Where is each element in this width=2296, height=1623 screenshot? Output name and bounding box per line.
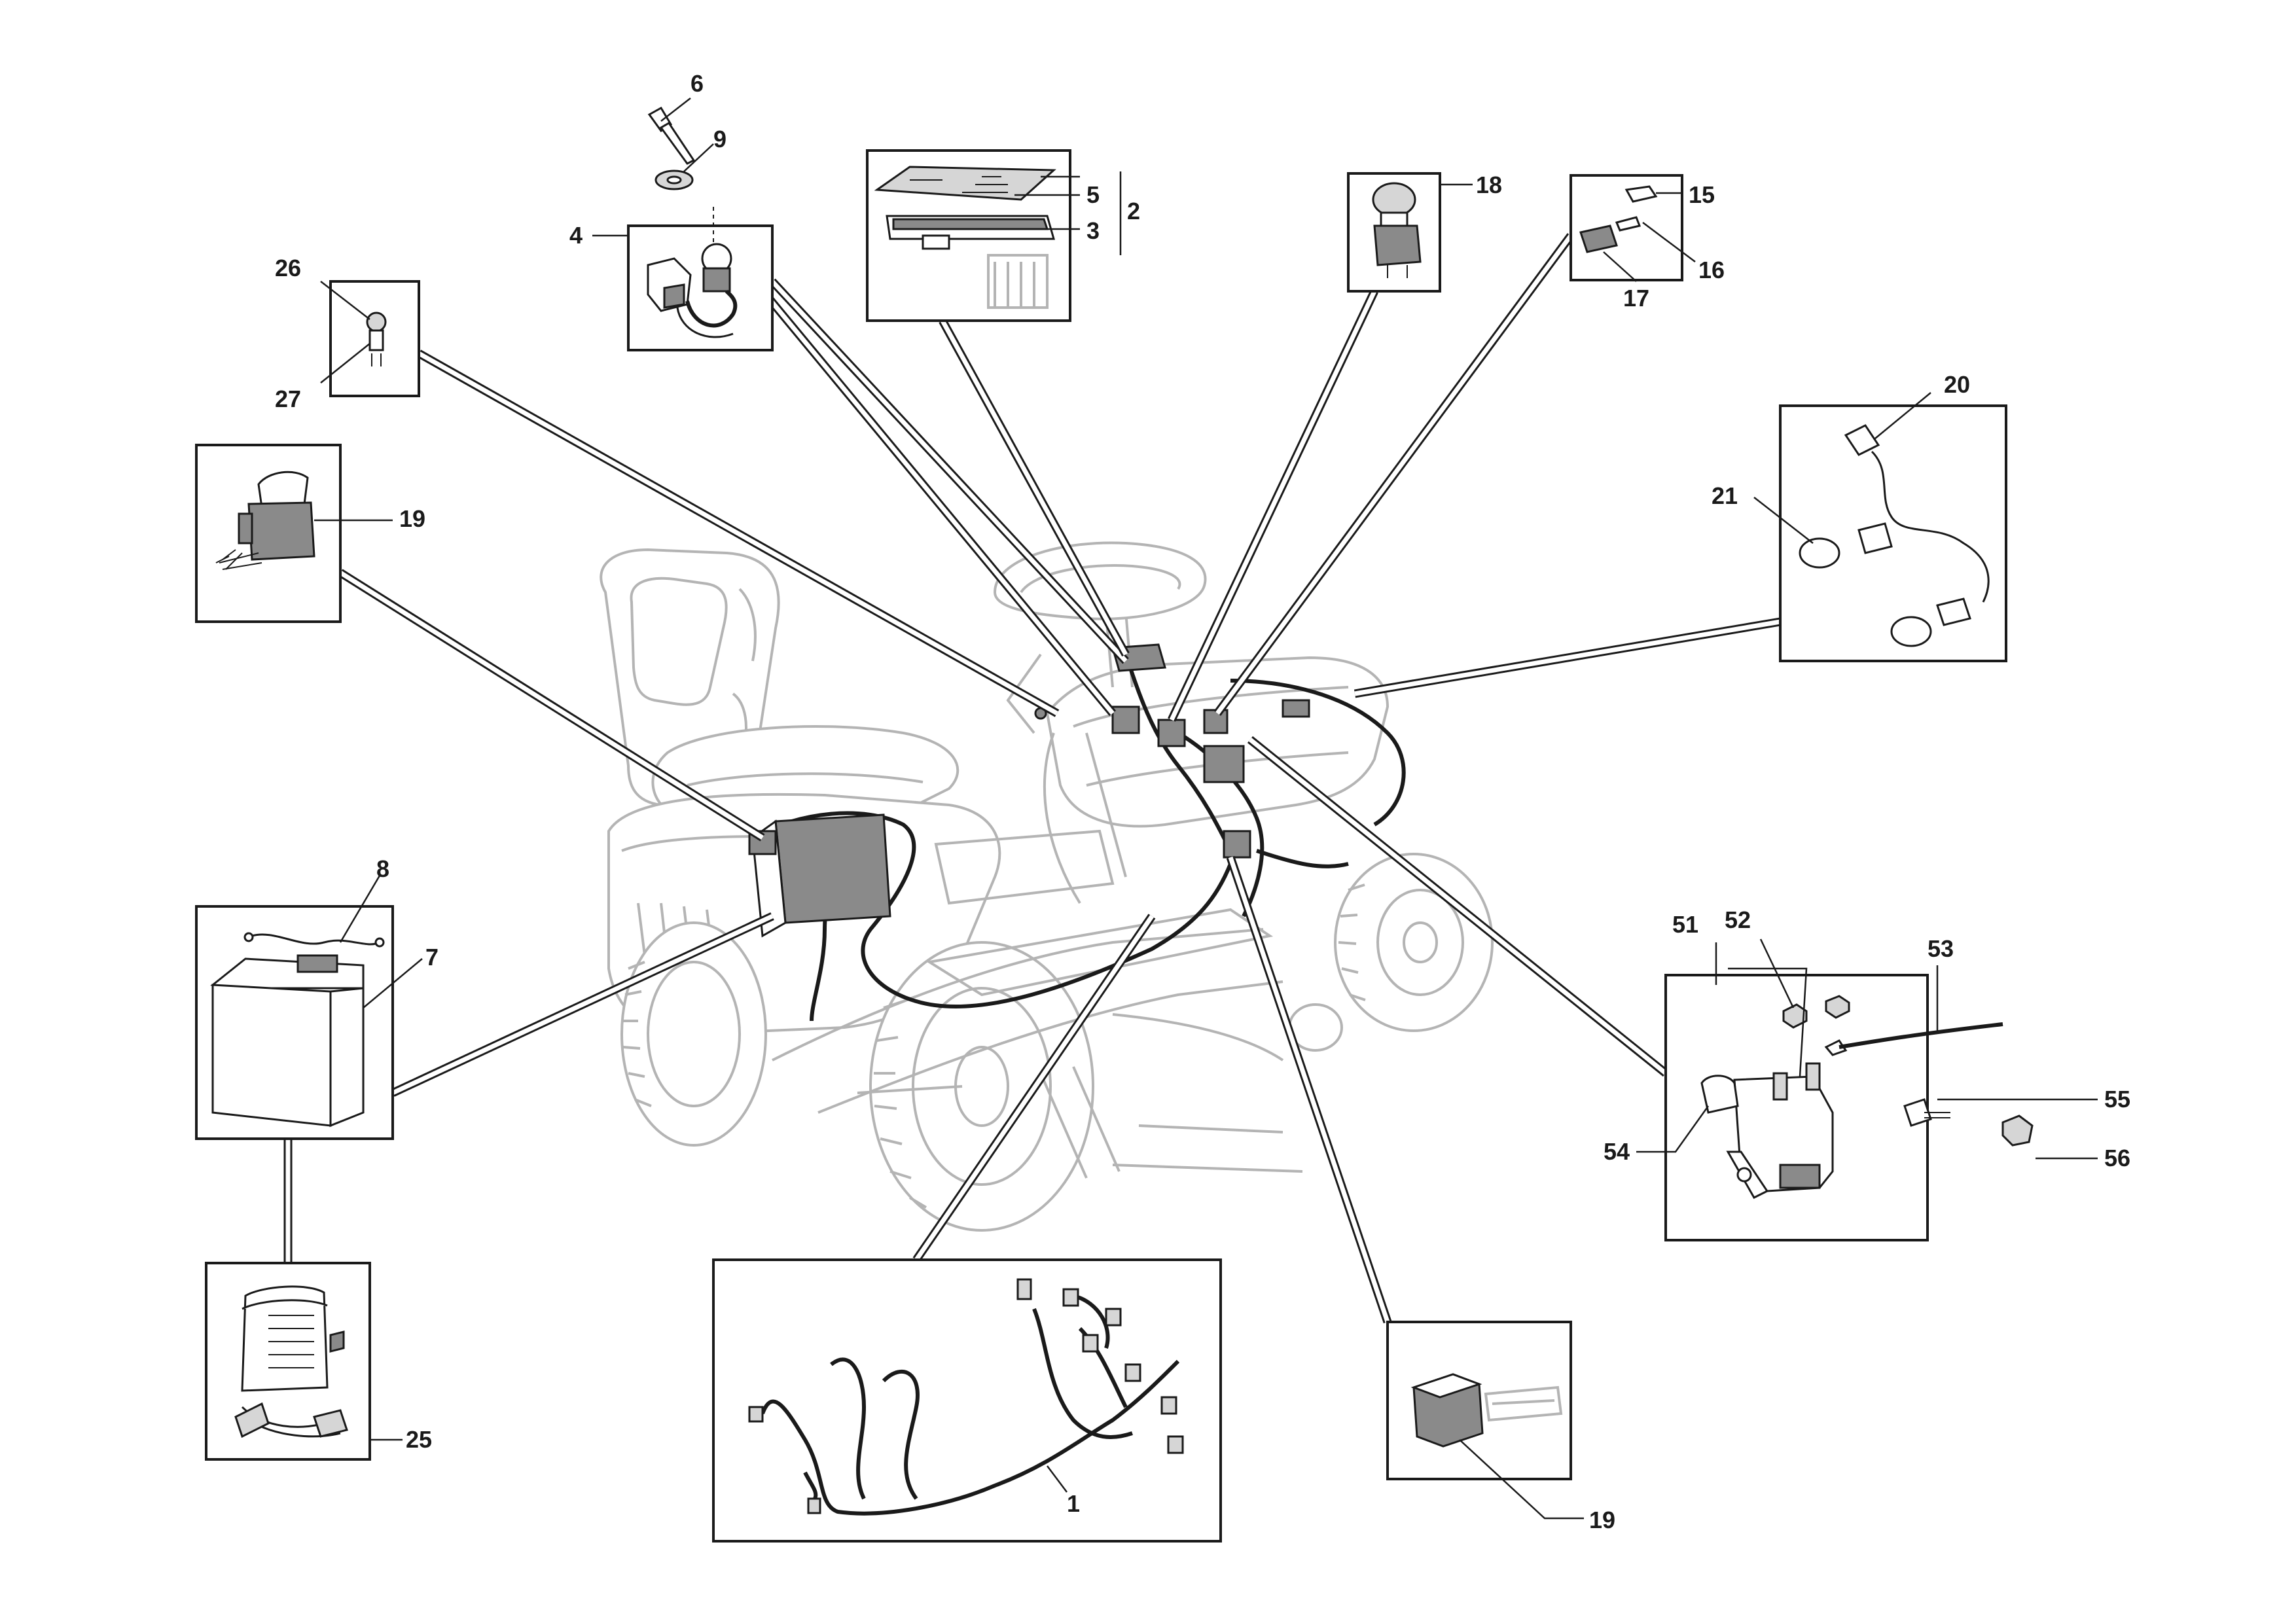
callout-54: 54 [1604, 1138, 1630, 1165]
callout-51: 51 [1672, 911, 1698, 938]
callout-17: 17 [1623, 285, 1649, 312]
part-box-25-charger [205, 1262, 403, 1461]
callout-20: 20 [1944, 371, 1970, 398]
part-box-15-17 [1570, 174, 1696, 282]
part-box-2-module [866, 149, 1122, 322]
callout-26: 26 [275, 255, 301, 281]
callout-4: 4 [569, 222, 583, 249]
callout-27: 27 [275, 385, 301, 412]
part-box-19-lower [1386, 1321, 1584, 1520]
callout-25: 25 [406, 1426, 432, 1453]
callout-3: 3 [1086, 217, 1100, 244]
callout-labels: 1 2 3 4 5 6 7 8 9 15 16 17 18 19 19 20 2… [275, 70, 2130, 1533]
part-box-7-8-battery [195, 875, 423, 1140]
callout-56: 56 [2104, 1145, 2130, 1171]
tractor-outline [600, 541, 1494, 1232]
part-box-1-harness [712, 1258, 1222, 1543]
callout-21: 21 [1712, 482, 1738, 509]
part-box-19-left [195, 444, 393, 623]
leader-lines [283, 233, 1782, 1324]
part-box-20-21-lights [1753, 392, 2007, 662]
callout-9: 9 [713, 126, 726, 152]
part-box-4-ignition [592, 203, 774, 351]
callout-16: 16 [1698, 257, 1725, 283]
callout-15: 15 [1689, 181, 1715, 208]
part-box-18 [1347, 172, 1473, 293]
callout-1: 1 [1067, 1490, 1080, 1517]
part-box-51-56-solenoid [1636, 938, 2098, 1241]
callout-8: 8 [376, 855, 389, 882]
callout-7: 7 [425, 944, 439, 971]
callout-19-left: 19 [399, 505, 425, 532]
installed-dash-components [1034, 643, 1310, 859]
callout-19-lower: 19 [1589, 1507, 1615, 1533]
callout-53: 53 [1928, 935, 1954, 962]
callout-6: 6 [691, 70, 704, 97]
part-box-26-27 [320, 280, 420, 397]
installed-battery [748, 813, 891, 938]
key-and-washer [647, 98, 714, 190]
callout-2: 2 [1127, 198, 1140, 224]
callout-55: 55 [2104, 1086, 2130, 1113]
callout-18: 18 [1476, 171, 1502, 198]
callout-5: 5 [1086, 181, 1100, 208]
callout-52: 52 [1725, 906, 1751, 933]
